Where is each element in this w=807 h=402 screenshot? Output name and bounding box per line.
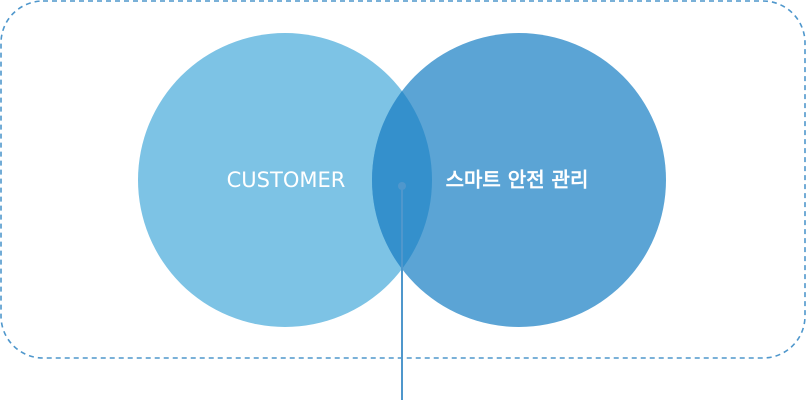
- smart-safety-circle: [372, 33, 666, 327]
- customer-circle: [138, 33, 432, 327]
- connector-dot: [398, 182, 406, 190]
- dashed-frame: [0, 0, 806, 359]
- customer-label: CUSTOMER: [227, 168, 346, 192]
- smart-safety-label: 스마트 안전 관리: [446, 168, 589, 192]
